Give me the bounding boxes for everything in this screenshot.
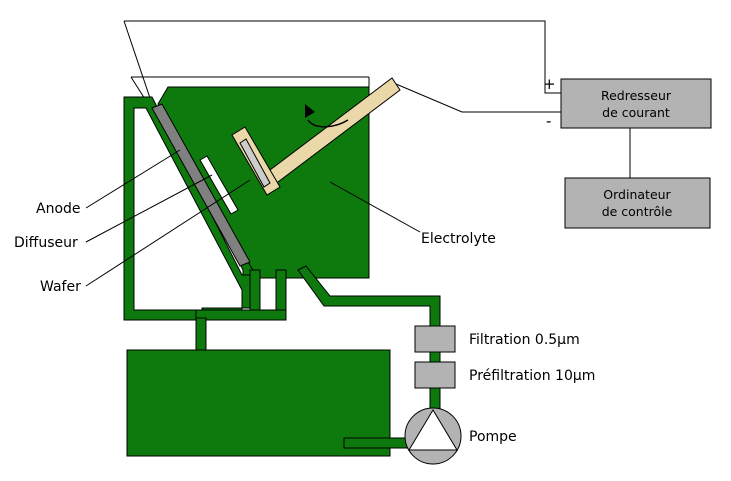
ordinateur-label-2: de contrôle [602,204,673,219]
reservoir-tank [126,349,391,457]
redresseur-label-2: de courant [602,105,670,120]
wire-anode-positive [124,20,561,94]
terminal-plus: + [543,75,556,93]
filtration-box [414,325,456,353]
filter-connector [429,351,441,363]
anode-leader [85,149,181,209]
pompe-label: Pompe [469,429,517,445]
filtration-label: Filtration 0.5µm [469,332,580,348]
prefiltration-box [414,361,456,389]
diffuser [199,155,239,215]
pump-pipe [343,437,409,449]
wire-anode-diagonal [123,20,153,105]
wafer-holder [231,77,401,196]
ordinateur-label-1: Ordinateur [603,187,671,202]
wafer-leader [85,179,251,287]
anode-label: Anode [36,201,81,217]
diffuseur-label: Diffuseur [14,235,78,251]
prefiltration-label: Préfiltration 10µm [469,368,595,384]
drain-pipe-bottom [195,309,287,321]
electrolyte-label: Electrolyte [421,231,496,247]
rotation-arrow-icon [305,104,349,128]
filter-to-pump [429,387,441,411]
ordinateur-box [564,177,711,229]
redresseur-box [560,78,712,129]
wafer-label: Wafer [40,279,81,295]
terminal-minus: - [546,112,551,130]
wire-cathode-negative [395,83,561,113]
pump-triangle-icon [404,407,462,465]
electrolyte-leader [329,181,421,233]
anode-plate [151,103,251,267]
redresseur-label-1: Redresseur [601,88,672,103]
diffuseur-leader [85,174,213,243]
wafer [239,138,271,188]
drain-pipe-1 [249,269,261,311]
